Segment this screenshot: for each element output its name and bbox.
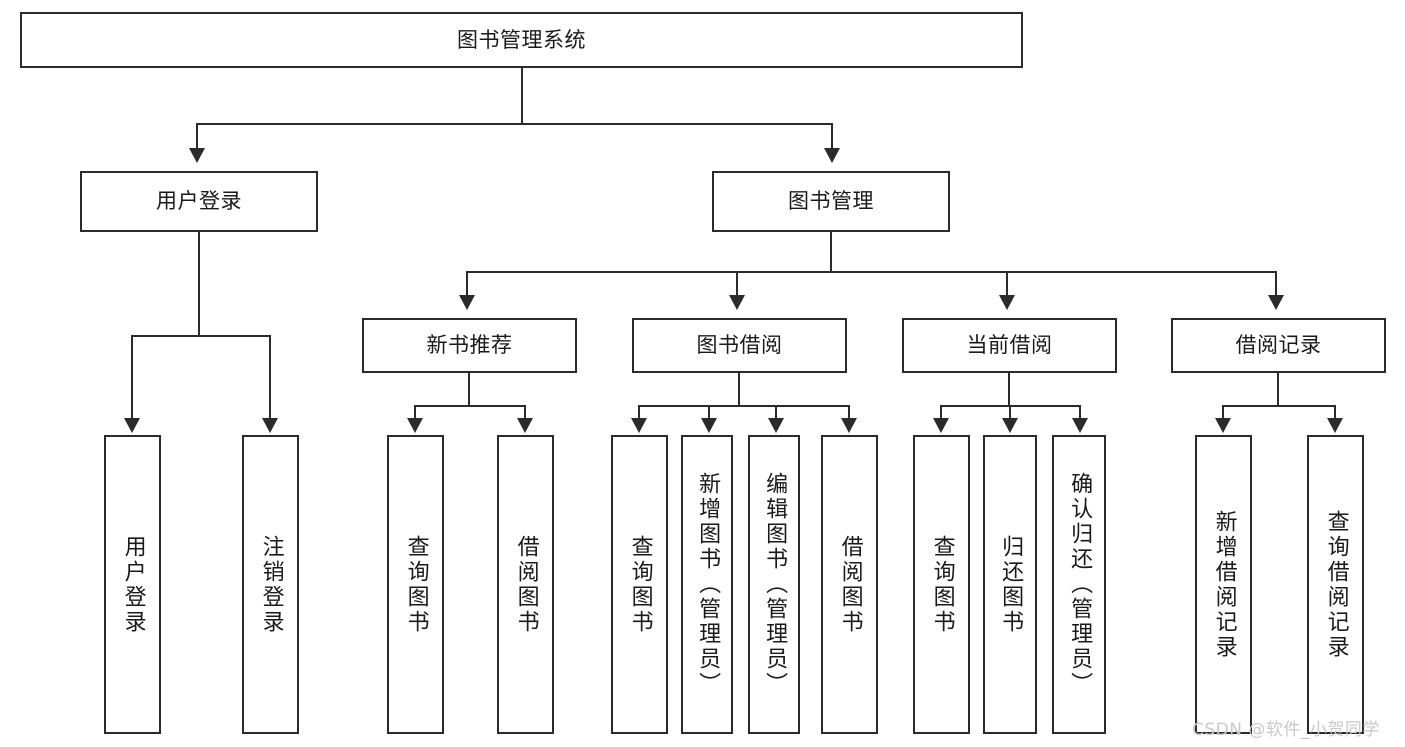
node-book-management-label: 图书管理 (788, 189, 874, 214)
connector-newbook-to-leaf1 (414, 405, 416, 418)
arrow-userlogin-to-leaf2 (262, 418, 278, 433)
connector-bookmgmt-stem (830, 232, 832, 271)
leaf-return-book-label: 归还图书 (998, 534, 1024, 635)
node-book-borrow-label: 图书借阅 (696, 333, 783, 358)
arrow-userlogin-to-leaf1 (124, 418, 140, 433)
leaf-query-borrow-record[interactable]: 查询借阅记录 (1307, 435, 1364, 734)
node-user-login-label: 用户登录 (156, 189, 242, 214)
connector-borrowrecord-stem (1277, 373, 1279, 405)
leaf-user-login-label: 用户登录 (120, 534, 146, 635)
arrow-root-to-bookmgmt (824, 148, 840, 163)
arrow-bookmgmt-to-borrow (729, 295, 745, 310)
leaf-add-book-admin-label: 新增图书（管理员） (695, 472, 721, 697)
leaf-return-book[interactable]: 归还图书 (983, 435, 1037, 734)
connector-bookmgmt-bus (466, 271, 1277, 273)
connector-userlogin-stem (198, 232, 200, 335)
leaf-edit-book-admin-label: 编辑图书（管理员） (762, 472, 788, 697)
leaf-borrow-book[interactable]: 借阅图书 (821, 435, 878, 734)
node-current-borrow[interactable]: 当前借阅 (902, 318, 1117, 373)
arrow-bookborrow-to-leaf2 (701, 418, 717, 433)
connector-bookborrow-bus (638, 405, 850, 407)
connector-userlogin-bus (131, 335, 270, 337)
connector-bookmgmt-to-record (1275, 271, 1277, 295)
leaf-query-book-recommend-label: 查询图书 (403, 534, 429, 635)
node-root-system-label: 图书管理系统 (457, 27, 586, 52)
arrow-bookborrow-to-leaf4 (841, 418, 857, 433)
connector-bookmgmt-to-current (1006, 271, 1008, 295)
leaf-borrow-book-recommend[interactable]: 借阅图书 (497, 435, 554, 734)
arrow-bookborrow-to-leaf3 (768, 418, 784, 433)
leaf-borrow-book-label: 借阅图书 (837, 534, 863, 635)
connector-bookborrow-stem (738, 373, 740, 405)
arrow-bookmgmt-to-record (1268, 295, 1284, 310)
leaf-query-borrow-record-label: 查询借阅记录 (1323, 509, 1349, 660)
connector-newbook-to-leaf2 (524, 405, 526, 418)
leaf-edit-book-admin[interactable]: 编辑图书（管理员） (748, 435, 800, 734)
arrow-newbook-to-leaf2 (517, 418, 533, 433)
leaf-query-book-borrow-label: 查询图书 (627, 534, 653, 635)
node-current-borrow-label: 当前借阅 (966, 333, 1053, 358)
leaf-query-book-recommend[interactable]: 查询图书 (387, 435, 444, 734)
leaf-add-borrow-record-label: 新增借阅记录 (1211, 509, 1237, 660)
connector-newbook-bus (414, 405, 526, 407)
connector-bookborrow-to-leaf3 (775, 405, 777, 418)
connector-root-to-bookmgmt (831, 123, 833, 148)
leaf-confirm-return-admin-label: 确认归还（管理员） (1067, 472, 1093, 697)
connector-borrowrecord-to-leaf1 (1222, 405, 1224, 418)
node-borrow-record-label: 借阅记录 (1235, 333, 1322, 358)
node-new-book-recommend[interactable]: 新书推荐 (362, 318, 577, 373)
node-user-login[interactable]: 用户登录 (80, 171, 318, 232)
connector-bookborrow-to-leaf2 (708, 405, 710, 418)
leaf-query-book-borrow[interactable]: 查询图书 (611, 435, 668, 734)
connector-bookborrow-to-leaf1 (638, 405, 640, 418)
connector-currentborrow-to-leaf3 (1079, 405, 1081, 418)
leaf-user-login[interactable]: 用户登录 (104, 435, 161, 734)
connector-root-stem (521, 68, 523, 123)
leaf-add-book-admin[interactable]: 新增图书（管理员） (681, 435, 733, 734)
arrow-bookborrow-to-leaf1 (631, 418, 647, 433)
leaf-confirm-return-admin[interactable]: 确认归还（管理员） (1052, 435, 1106, 734)
node-new-book-recommend-label: 新书推荐 (426, 333, 513, 358)
connector-newbook-stem (468, 373, 470, 405)
leaf-query-book-current[interactable]: 查询图书 (913, 435, 970, 734)
arrow-borrowrecord-to-leaf2 (1327, 418, 1343, 433)
connector-root-bus (196, 123, 833, 125)
leaf-logout[interactable]: 注销登录 (242, 435, 299, 734)
arrow-currentborrow-to-leaf2 (1002, 418, 1018, 433)
node-root-system[interactable]: 图书管理系统 (20, 12, 1023, 68)
connector-userlogin-to-leaf1 (131, 335, 133, 418)
node-borrow-record[interactable]: 借阅记录 (1171, 318, 1386, 373)
connector-root-to-userlogin (196, 123, 198, 148)
leaf-borrow-book-recommend-label: 借阅图书 (513, 534, 539, 635)
connector-currentborrow-to-leaf1 (940, 405, 942, 418)
arrow-root-to-userlogin (189, 148, 205, 163)
connector-borrowrecord-to-leaf2 (1334, 405, 1336, 418)
leaf-add-borrow-record[interactable]: 新增借阅记录 (1195, 435, 1252, 734)
arrow-bookmgmt-to-current (999, 295, 1015, 310)
connector-borrowrecord-bus (1222, 405, 1336, 407)
node-book-management[interactable]: 图书管理 (712, 171, 950, 232)
arrow-currentborrow-to-leaf3 (1072, 418, 1088, 433)
leaf-logout-label: 注销登录 (258, 534, 284, 635)
connector-bookborrow-to-leaf4 (848, 405, 850, 418)
csdn-watermark: CSDN @软件_小贺同学 (1192, 720, 1380, 740)
arrow-currentborrow-to-leaf1 (933, 418, 949, 433)
connector-currentborrow-to-leaf2 (1009, 405, 1011, 418)
connector-currentborrow-stem (1008, 373, 1010, 405)
arrow-borrowrecord-to-leaf1 (1215, 418, 1231, 433)
arrow-newbook-to-leaf1 (407, 418, 423, 433)
leaf-query-book-current-label: 查询图书 (929, 534, 955, 635)
connector-bookmgmt-to-borrow (736, 271, 738, 295)
arrow-bookmgmt-to-newbook (459, 295, 475, 310)
connector-userlogin-to-leaf2 (269, 335, 271, 418)
node-book-borrow[interactable]: 图书借阅 (632, 318, 847, 373)
connector-bookmgmt-to-newbook (466, 271, 468, 295)
